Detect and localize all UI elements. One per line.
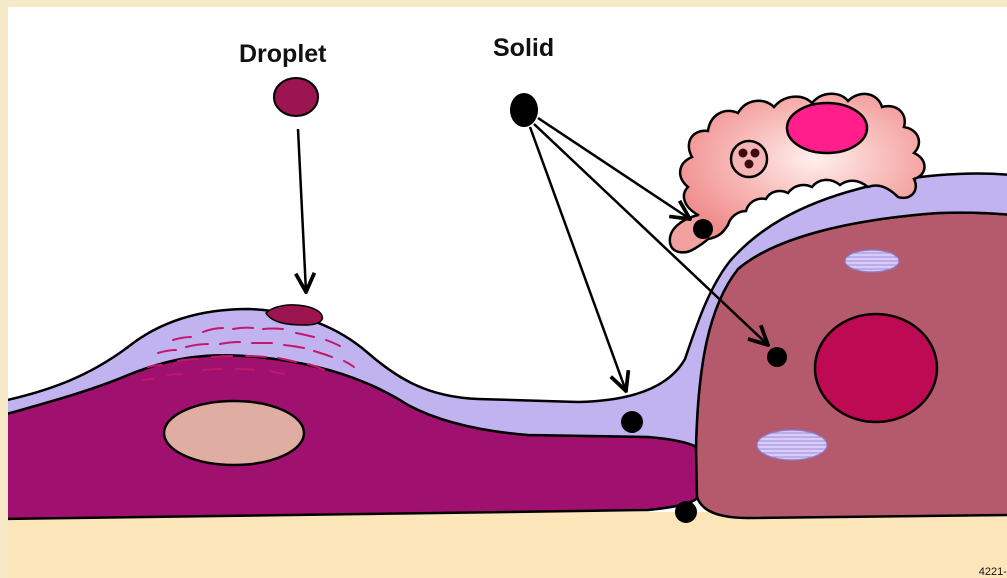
- figure-id: 4221-2: [979, 566, 1007, 578]
- phagosome-icon: [731, 141, 767, 177]
- droplet-particle-icon: [274, 78, 318, 116]
- diagram-svg: [8, 7, 1007, 578]
- left-cell-nucleus: [164, 401, 304, 465]
- solid-particle-icon: [675, 501, 697, 523]
- organelle-lower: [757, 430, 827, 460]
- organelle-upper: [845, 250, 899, 272]
- macrophage-nucleus: [787, 103, 867, 153]
- solid-label: Solid: [493, 34, 554, 63]
- droplet-arrow: [298, 129, 306, 292]
- diagram-canvas: Droplet Solid 4221-2: [8, 7, 1007, 578]
- solid-particle-icon: [510, 93, 538, 127]
- solid-particle-icon: [693, 219, 713, 239]
- solid-particle-icon: [621, 411, 643, 433]
- solid-particle-icon: [767, 347, 787, 367]
- solid-arrow-to-macrophage: [538, 118, 690, 219]
- right-cell-nucleus: [815, 314, 937, 422]
- substrate: [8, 512, 1007, 578]
- droplet-label: Droplet: [239, 40, 327, 69]
